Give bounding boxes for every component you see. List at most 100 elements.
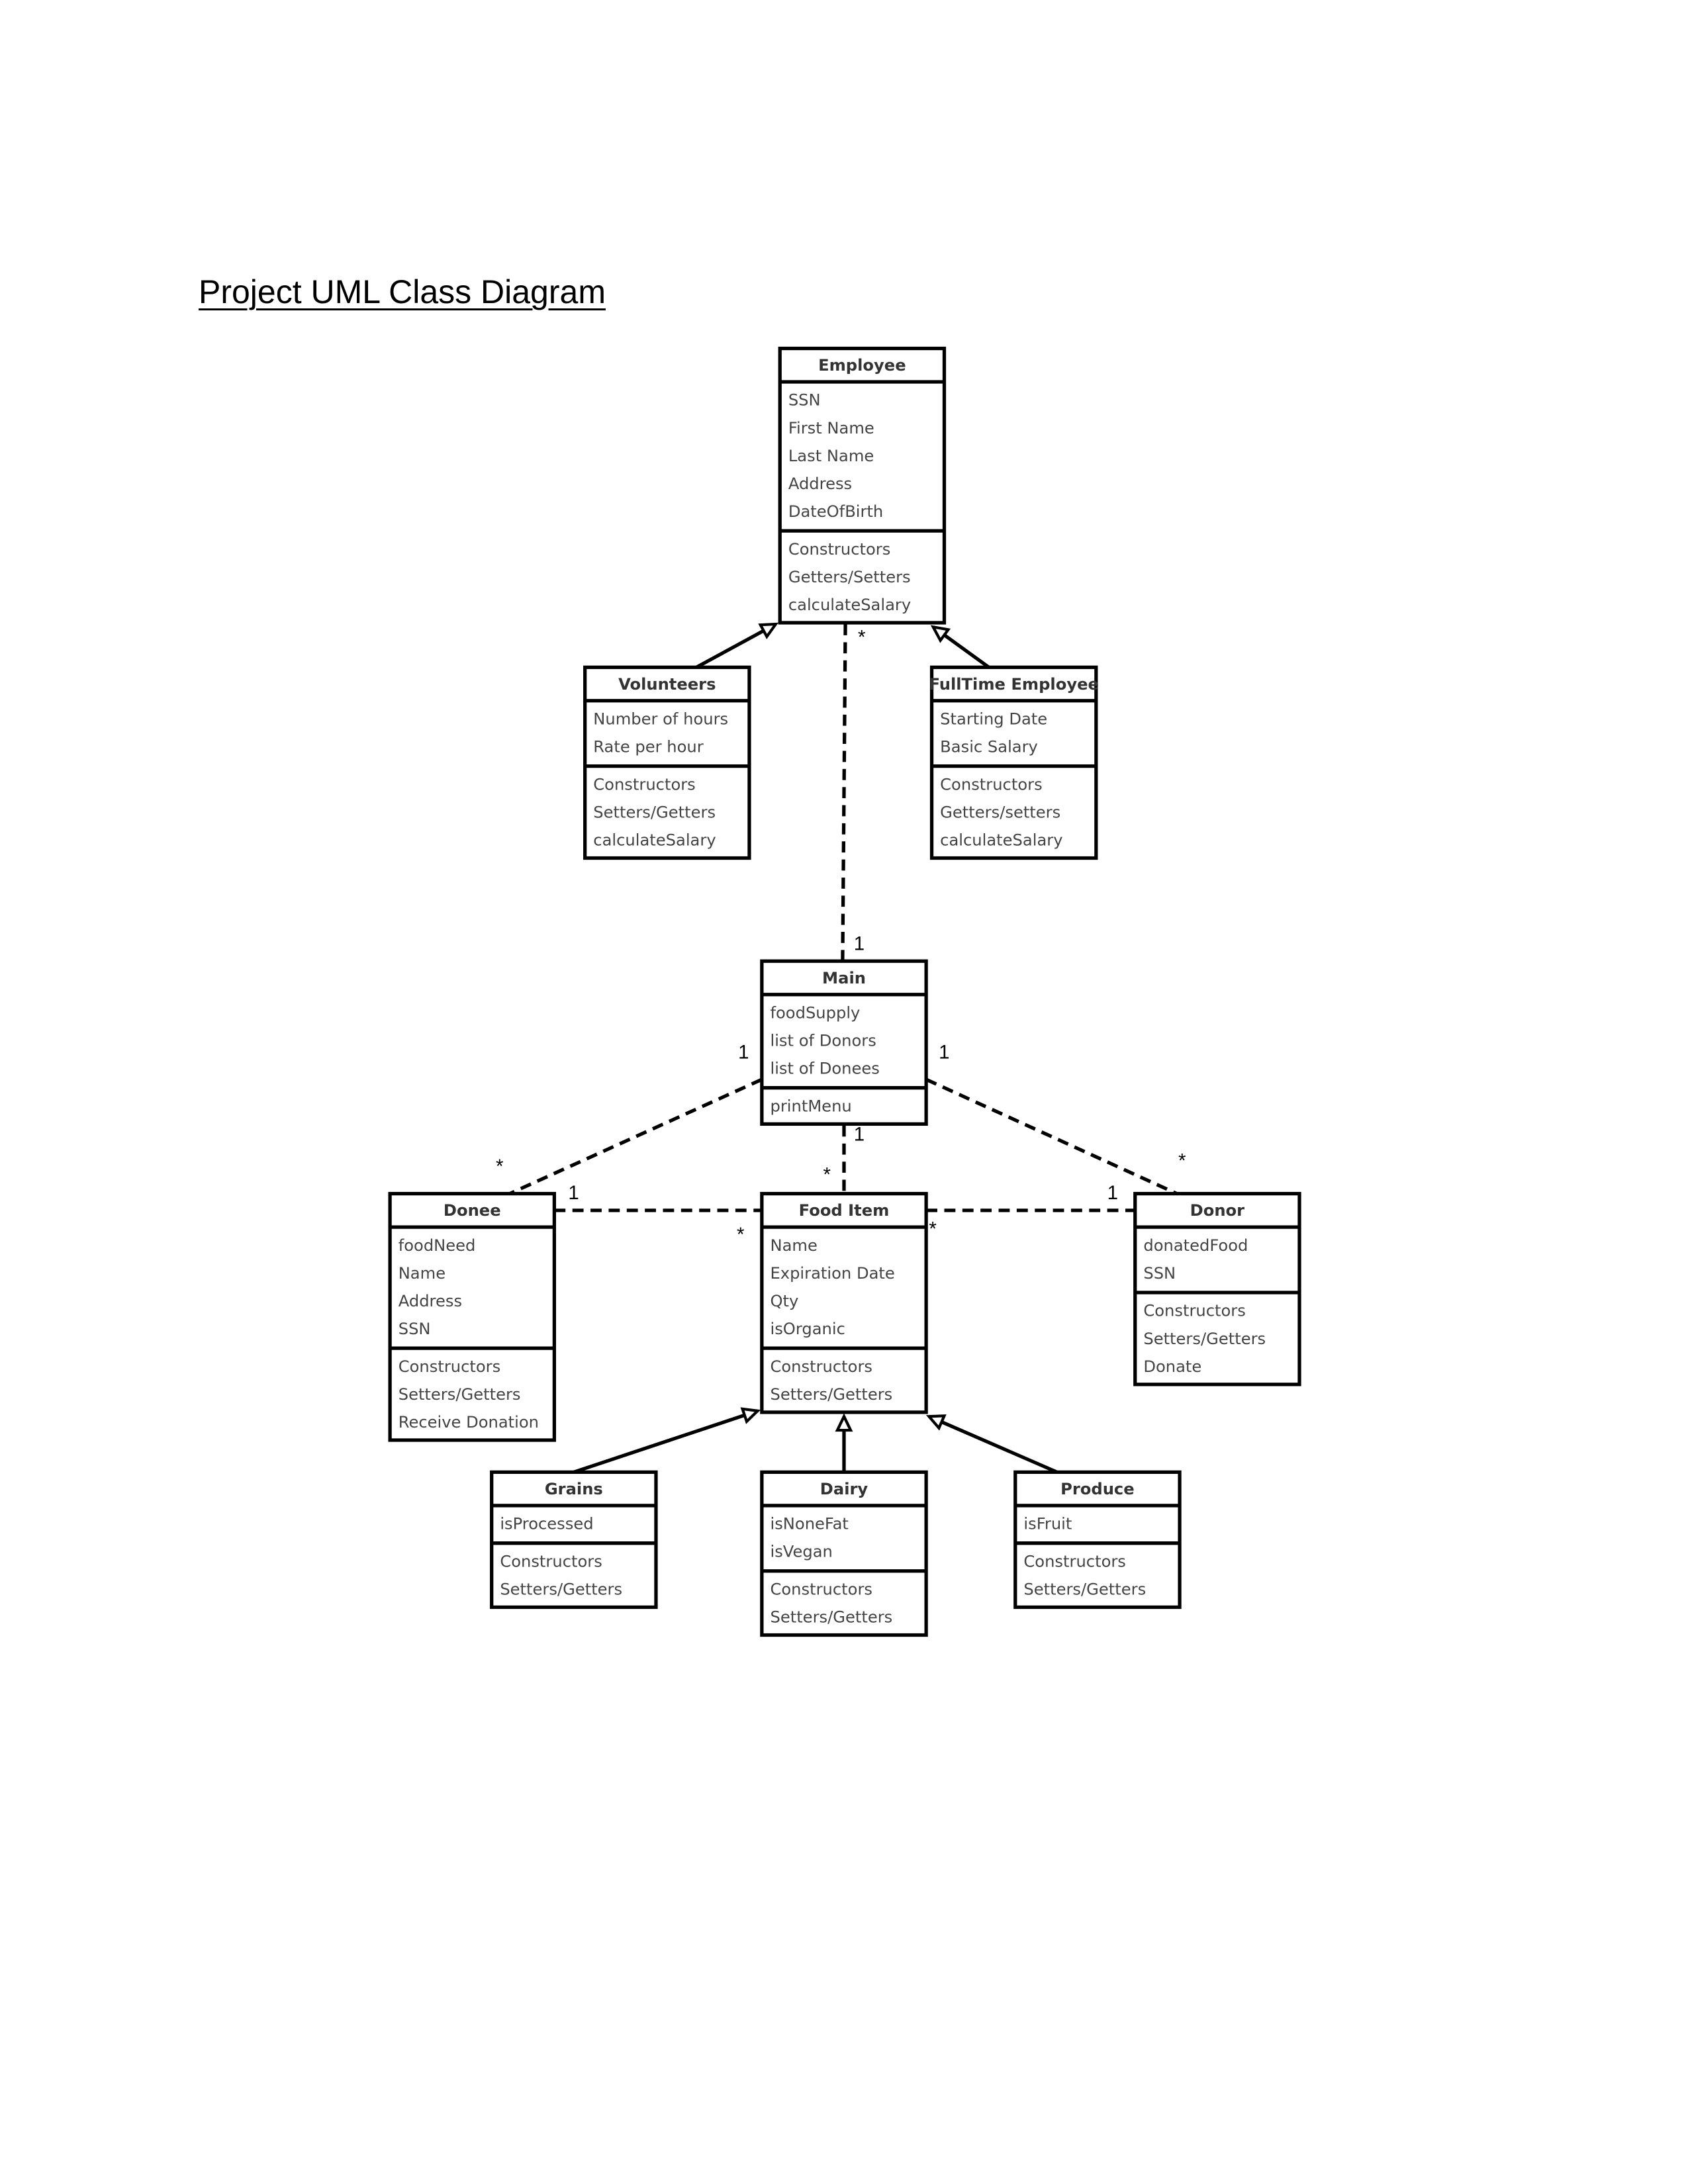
class-method: Setters/Getters <box>500 1580 622 1599</box>
inheritance-arrow-icon <box>925 1414 947 1431</box>
class-method: Setters/Getters <box>770 1608 892 1627</box>
class-attribute: isNoneFat <box>770 1515 848 1533</box>
multiplicity-label: 1 <box>1107 1182 1118 1204</box>
class-method: Setters/Getters <box>399 1385 521 1404</box>
class-method: Setters/Getters <box>1023 1580 1146 1599</box>
class-box <box>760 1191 928 1414</box>
class-name: Food Item <box>799 1201 890 1220</box>
class-box <box>929 665 1098 860</box>
class-method: Constructors <box>770 1357 872 1376</box>
association-line <box>508 1077 763 1195</box>
class-method: Getters/setters <box>940 803 1060 822</box>
class-method: Setters/Getters <box>593 803 716 822</box>
class-attribute: foodSupply <box>770 1003 860 1022</box>
class-method: printMenu <box>770 1097 851 1115</box>
class-attribute: donatedFood <box>1143 1236 1248 1255</box>
inheritance-line <box>573 1409 759 1474</box>
class-attribute: Name <box>770 1236 817 1255</box>
multiplicity-label: 1 <box>939 1042 949 1064</box>
class-attribute: SSN <box>1143 1264 1176 1283</box>
class-method: Constructors <box>1143 1302 1246 1320</box>
inheritance-arrow-icon <box>835 1413 853 1432</box>
class-box <box>778 346 947 625</box>
multiplicity-label: * <box>858 627 865 649</box>
class-box <box>490 1470 658 1610</box>
class-name: Donor <box>1190 1201 1245 1220</box>
class-method: Constructors <box>1023 1552 1126 1570</box>
class-attribute: Number of hours <box>593 710 728 729</box>
class-attribute: Name <box>399 1264 445 1283</box>
multiplicity-label: 1 <box>738 1042 749 1064</box>
class-attribute: isFruit <box>1023 1515 1072 1533</box>
class-attribute: isProcessed <box>500 1515 593 1533</box>
class-attribute: Rate per hour <box>593 738 703 756</box>
class-attribute: Basic Salary <box>940 738 1038 756</box>
class-method: Constructors <box>940 775 1043 794</box>
class-dairy[interactable]: Dairy isNoneFat isVeganConstructorsSetters… <box>760 1470 928 1637</box>
multiplicity-label: 1 <box>568 1182 579 1204</box>
class-name: Produce <box>1060 1480 1135 1498</box>
class-method: Getters/Setters <box>788 568 911 586</box>
multiplicity-label: 1 <box>854 933 865 954</box>
class-attribute: list of Donees <box>770 1060 879 1078</box>
class-attribute: First Name <box>788 419 874 437</box>
class-name: Volunteers <box>618 675 716 694</box>
class-attribute: SSN <box>399 1320 431 1338</box>
class-name: Grains <box>545 1480 603 1498</box>
multiplicity-label: * <box>496 1156 503 1177</box>
class-box <box>760 1470 928 1637</box>
class-attribute: Qty <box>770 1292 798 1310</box>
class-method: Receive Donation <box>399 1413 539 1432</box>
class-method: Setters/Getters <box>770 1385 892 1404</box>
class-grains[interactable]: Grains isProcessedConstructorsSetters/Get… <box>490 1470 658 1610</box>
class-method: Setters/Getters <box>1143 1330 1266 1348</box>
class-main[interactable]: Main foodSupply list of Donors list of Done… <box>760 959 928 1126</box>
class-name: Dairy <box>820 1480 868 1498</box>
multiplicity-label: 1 <box>854 1124 865 1146</box>
class-attribute: foodNeed <box>399 1236 476 1255</box>
multiplicity-label: * <box>929 1218 936 1240</box>
class-name: Main <box>822 969 866 987</box>
class-attribute: Expiration Date <box>770 1264 894 1283</box>
class-attribute: isVegan <box>770 1543 832 1561</box>
class-method: Constructors <box>500 1552 602 1570</box>
multiplicity-label: * <box>823 1164 830 1186</box>
inheritance-arrow-icon <box>740 1407 761 1424</box>
class-attribute: SSN <box>788 391 821 410</box>
class-box <box>760 959 928 1126</box>
inheritance-line <box>928 1414 1058 1474</box>
class-attribute: isOrganic <box>770 1320 845 1338</box>
class-method: Donate <box>1143 1357 1201 1376</box>
class-attribute: DateOfBirth <box>788 502 883 521</box>
inheritance-arrow-icon <box>930 625 951 643</box>
class-box <box>1133 1191 1301 1387</box>
class-name: Donee <box>444 1201 501 1220</box>
class-name: FullTime Employee <box>929 675 1098 694</box>
class-method: Constructors <box>770 1580 872 1599</box>
multiplicity-label: * <box>1178 1150 1186 1172</box>
class-box <box>583 665 751 860</box>
multiplicity-label: * <box>737 1224 744 1246</box>
class-method: Constructors <box>399 1357 501 1376</box>
association-line <box>841 624 847 962</box>
association-line <box>925 1077 1178 1195</box>
inheritance-arrow-icon <box>758 622 779 639</box>
class-produce[interactable]: Produce isFruitConstructorsSetters/Getter… <box>1013 1470 1182 1610</box>
class-name: Employee <box>818 356 906 375</box>
class-box <box>388 1191 557 1442</box>
class-method: calculateSalary <box>788 596 911 614</box>
class-attribute: Starting Date <box>940 710 1047 729</box>
class-method: calculateSalary <box>940 831 1062 850</box>
class-method: Constructors <box>593 775 696 794</box>
class-method: calculateSalary <box>593 831 716 850</box>
class-attribute: Last Name <box>788 447 874 465</box>
class-attribute: list of Donors <box>770 1032 876 1050</box>
class-donee[interactable]: DoneefoodNeedNameAddressSSNConstructorsS… <box>388 1191 557 1442</box>
